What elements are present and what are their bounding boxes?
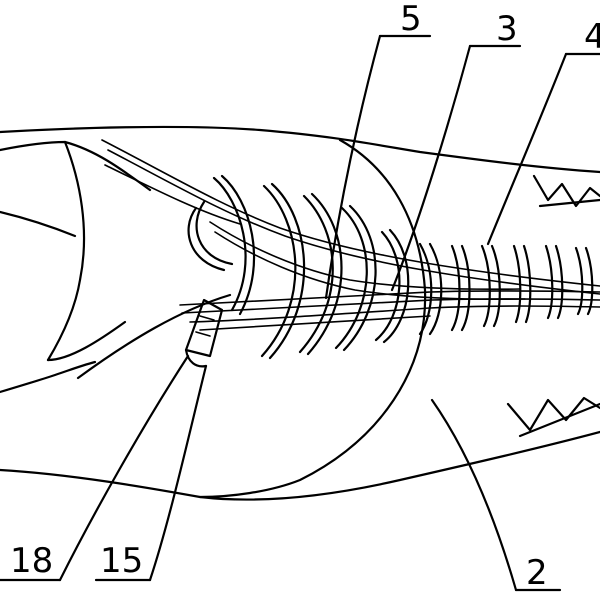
lace-loops [187, 174, 594, 360]
leader-lines [0, 34, 600, 592]
lace-strands [101, 139, 600, 331]
label-2: 2 [526, 553, 548, 593]
label-15: 15 [100, 541, 143, 581]
label-18: 18 [10, 541, 53, 581]
label-3: 3 [496, 9, 518, 49]
shoe-outline [0, 125, 600, 501]
stitch-zigzag-top [532, 174, 600, 208]
stitch-zigzag-bottom [506, 396, 600, 438]
label-5: 5 [400, 0, 422, 39]
label-4: 4 [584, 17, 600, 57]
lace-tip-aglet [184, 298, 224, 368]
